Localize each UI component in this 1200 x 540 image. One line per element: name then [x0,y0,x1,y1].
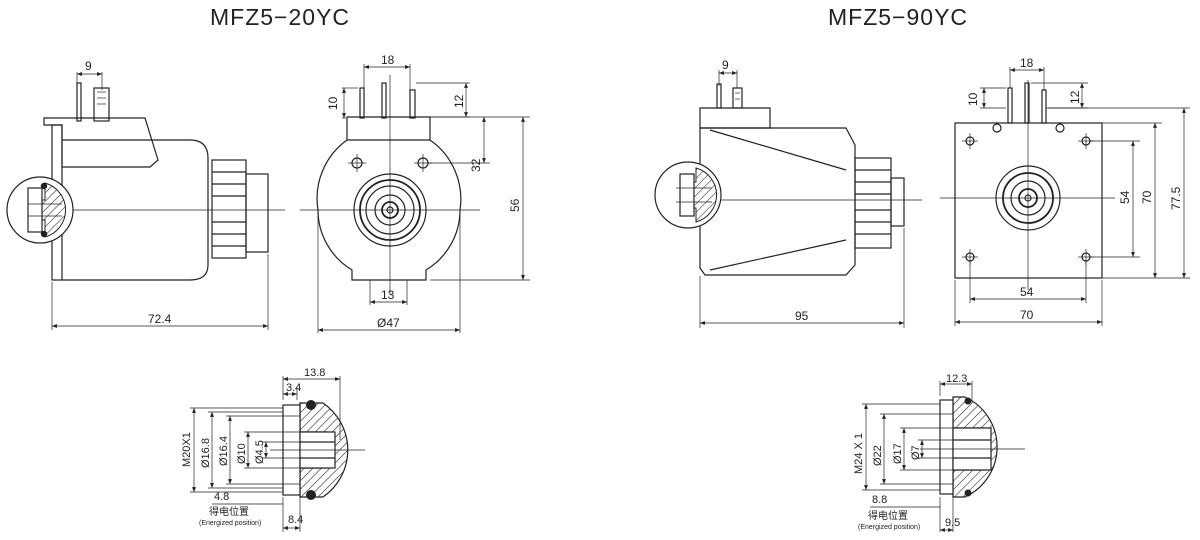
detail-d1: Ø16.8 [200,438,212,468]
terminal-pin-left [76,82,82,122]
end-cap [890,177,905,227]
detail-bottom: 8.4 [288,514,303,526]
detail-d3: Ø7 [910,445,922,460]
detail-d4: Ø4.5 [254,440,266,464]
dim-height: 56 [508,198,522,212]
dim-hole-spacing-h: 54 [1020,285,1034,299]
dim-pin-pitch: 9 [85,59,92,73]
mfz5-20yc-side-view [6,82,285,281]
end-cap [245,173,269,253]
dim-height-outer: 77.5 [1169,186,1183,210]
mfz5-90yc-detail-section [920,396,1025,498]
dim-width: 70 [1020,308,1034,322]
front-connector-plate [346,116,431,141]
detail-d3: Ø10 [236,443,248,464]
dim-hole-spacing-v: 54 [1118,190,1132,204]
o-ring-bottom [306,490,316,500]
detail-d2: Ø17 [892,443,904,464]
dim-pin-height-right: 12 [452,94,466,108]
detail-groove-dim: 3.4 [286,382,301,394]
coil-body [62,139,209,281]
dim-pin-pitch: 9 [722,58,729,72]
energized-position-cn: 得电位置 [868,509,908,522]
dim-pin-spacing: 18 [381,53,395,67]
mfz5-90yc-group: MFZ5−90YC [654,4,1190,532]
mfz5-90yc-side-view [654,83,922,276]
energized-position-en: (Energized position) [858,524,920,531]
dim-hole-spacing: 32 [469,158,483,172]
dim-total-length: 95 [795,309,809,323]
mfz5-20yc-group: MFZ5−20YC [6,4,530,532]
dim-height-inner: 70 [1140,190,1154,204]
dim-center-width: 13 [381,288,395,302]
energized-position-en: (Energized position) [199,520,261,527]
detail-d2: Ø16.4 [218,436,230,466]
energized-position-cn: 得电位置 [209,505,249,518]
front-coil-outline [316,139,462,281]
detail-bottom: 9.5 [945,517,960,529]
mfz5-90yc-title: MFZ5−90YC [828,4,968,30]
detail-thread: M20X1 [181,432,193,467]
detail-top-dim: 13.8 [304,367,325,379]
detail-offset: 4.8 [214,491,229,503]
connector-housing [699,107,771,129]
dim-diameter: Ø47 [377,316,400,330]
detail-thread: M24 X 1 [853,433,865,474]
detail-d1: Ø22 [872,445,884,466]
o-ring-top [306,400,316,410]
detail-offset: 8.8 [872,494,887,506]
mfz5-90yc-front-view [940,80,1115,290]
ribbed-nut [211,159,247,259]
o-ring-bottom [964,489,972,497]
dim-pin-spacing: 18 [1020,56,1034,70]
front-square-body [954,122,1103,279]
mfz5-20yc-title: MFZ5−20YC [210,4,350,30]
detail-top-dim: 12.3 [946,373,967,385]
dim-pin-height-left: 10 [326,96,340,110]
dim-pin-height-left: 10 [966,92,980,106]
mfz5-20yc-detail-section [270,400,365,500]
mfz5-20yc-front-view [300,75,480,295]
o-ring-top [964,397,972,405]
terminal-pin-center [93,87,110,122]
dim-total-length: 72.4 [148,312,172,326]
dim-pin-height-right: 12 [1068,90,1082,104]
connector-housing [43,117,159,168]
coil-body [699,127,856,276]
